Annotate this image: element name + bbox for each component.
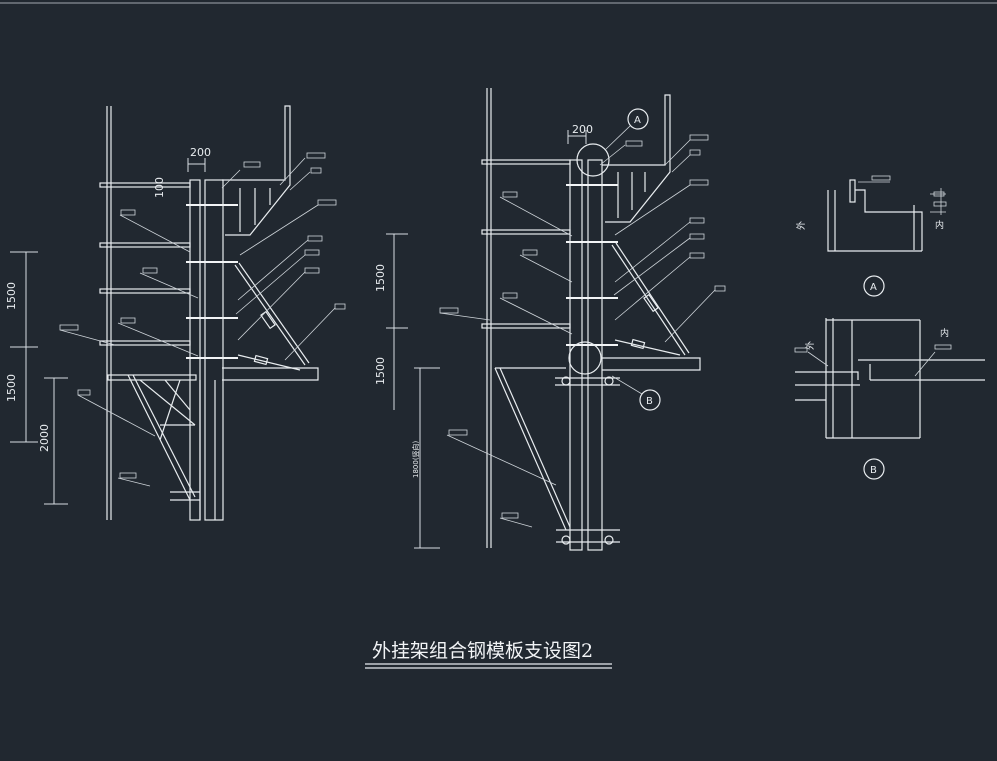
- mid-floor-slab: [602, 357, 701, 371]
- detail-a-outer-label: 外: [795, 221, 807, 230]
- marker-b-label: B: [646, 396, 653, 407]
- left-top-bracket: [222, 105, 291, 236]
- detail-b-inner-label: 内: [940, 327, 949, 339]
- left-dim-small: 100: [153, 177, 166, 198]
- left-dim-v2: 1500: [5, 374, 18, 402]
- left-dim-v3: 2000: [38, 424, 51, 452]
- mid-detail-b-circle: [568, 341, 602, 375]
- detail-b-bubble: [863, 458, 885, 480]
- drawing-title: 外挂架组合钢模板支设图2: [365, 640, 612, 669]
- mid-dim-v3: 1800(竖向): [411, 440, 420, 478]
- mid-formwork-ties: [566, 184, 618, 346]
- detail-a-bubble-label: A: [870, 282, 877, 293]
- mid-dim-v2: 1500: [374, 357, 387, 385]
- left-formwork-ties: [186, 204, 238, 359]
- detail-a-inner-label: 内: [935, 219, 944, 231]
- detail-a: 外 内 A: [795, 175, 947, 297]
- left-elevation-view: 200 100 1500 1500 2000: [5, 105, 346, 521]
- mid-dimensions: 200 1500 1500 1800(竖向): [374, 123, 593, 549]
- mid-lower-frame: [494, 367, 620, 545]
- mid-detail-a-circle: [576, 143, 610, 177]
- left-dimensions: 200 100 1500 1500 2000: [5, 146, 211, 505]
- detail-b-outer-label: 外: [804, 341, 816, 350]
- left-floor-slab: [222, 367, 319, 381]
- mid-leader-lines: [439, 139, 716, 528]
- left-wall-column: [189, 179, 201, 521]
- left-dim-top: 200: [190, 146, 211, 159]
- marker-a-bubble: [627, 108, 649, 130]
- marker-a-label: A: [634, 115, 641, 126]
- mid-dim-v1: 1500: [374, 264, 387, 292]
- detail-a-outline: [827, 190, 922, 252]
- detail-a-bubble: [863, 275, 885, 297]
- left-callout-labels: [59, 152, 346, 479]
- left-wall-section: [204, 179, 224, 521]
- mid-wall-column: [569, 159, 583, 551]
- mid-diagonal-brace: [611, 244, 686, 356]
- mid-wall-section: [587, 159, 603, 551]
- detail-b-bubble-label: B: [870, 465, 877, 476]
- left-diagonal-brace: [234, 264, 306, 366]
- mid-dim-top: 200: [572, 123, 593, 136]
- middle-elevation-view: A B: [374, 88, 726, 551]
- mid-callout-labels: [439, 134, 726, 519]
- marker-b-bubble: [639, 389, 661, 411]
- left-platform-bars: [99, 182, 197, 381]
- drawing-title-text: 外挂架组合钢模板支设图2: [372, 640, 593, 662]
- left-lower-frame: [127, 374, 200, 501]
- left-dim-v1: 1500: [5, 282, 18, 310]
- left-leader-lines: [59, 157, 336, 487]
- mid-platform-bars: [481, 159, 571, 329]
- detail-b: 外 内 B: [794, 318, 985, 480]
